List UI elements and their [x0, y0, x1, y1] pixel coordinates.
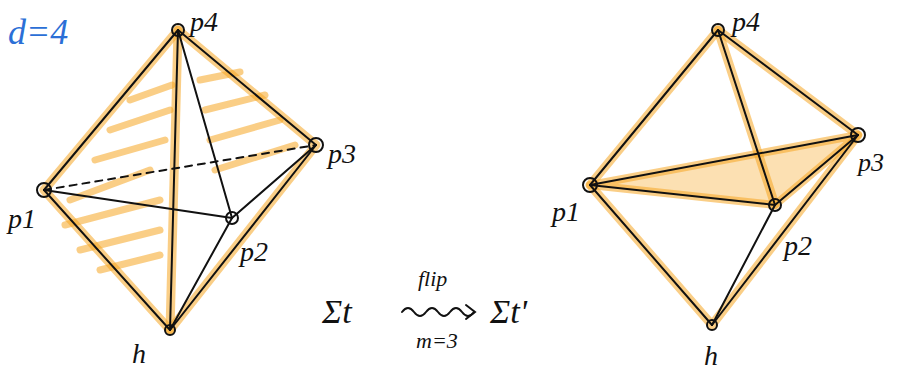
vertex-label: p3: [328, 140, 356, 168]
operation-label: flip: [418, 268, 447, 290]
surface-label: Σt: [322, 295, 352, 329]
vertex-label: p4: [732, 8, 760, 36]
dimension-label: d=4: [8, 14, 68, 50]
surface-label: Σt': [490, 295, 527, 329]
vertex-label: p2: [240, 238, 268, 266]
vertex-label: h: [132, 340, 146, 368]
parameter-label: m=3: [416, 330, 458, 352]
vertex-label: p1: [552, 198, 580, 226]
vertex-label: p1: [8, 205, 36, 233]
vertex-label: h: [704, 342, 718, 370]
vertex-label: p2: [784, 232, 812, 260]
vertex-label: p4: [190, 8, 218, 36]
vertex-label: p3: [858, 150, 884, 176]
